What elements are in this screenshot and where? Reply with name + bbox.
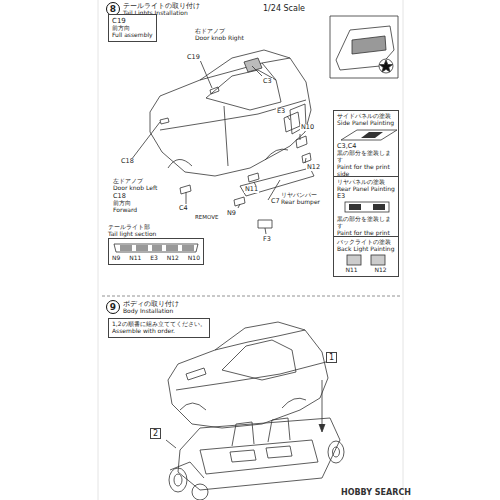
part-number: N11 bbox=[244, 186, 259, 193]
part-number: C3 bbox=[262, 78, 273, 85]
step-title: ボディの取り付け bbox=[123, 300, 179, 308]
step-header: 9ボディの取り付けBody Installation bbox=[106, 300, 179, 315]
note-text: 1,2の順番に組み立ててください。 bbox=[112, 321, 206, 328]
label-text: 右ドアノブ bbox=[194, 28, 226, 35]
label-text: 前方向 bbox=[112, 200, 132, 207]
label-text: REMOVE bbox=[194, 214, 220, 220]
part-number: N12 bbox=[374, 267, 386, 274]
part-number: C3,C4 bbox=[337, 143, 395, 150]
callout-box: 2 bbox=[150, 428, 161, 439]
part-number: F3 bbox=[262, 236, 272, 243]
note-text: テールライト部 bbox=[108, 224, 204, 231]
note-text: 前方向 bbox=[112, 25, 153, 32]
part-number: N11 bbox=[129, 255, 141, 262]
part-number: N11 bbox=[345, 267, 357, 274]
label-text: Rear bumper bbox=[280, 199, 321, 206]
note-text: 黒の部分を塗装します bbox=[337, 216, 395, 230]
part-number: E3 bbox=[150, 255, 158, 262]
scale-note: 1/24 Scale bbox=[262, 4, 306, 13]
label-text: Forward bbox=[112, 207, 138, 214]
part-number: E3 bbox=[276, 108, 286, 115]
part-number: C4 bbox=[178, 205, 189, 212]
callout-number: 2 bbox=[153, 429, 158, 438]
step-title-en: Body Installation bbox=[123, 308, 179, 315]
painting-box: サイドパネルの塗装Side Panel PaintingC3,C4黒の部分を塗装… bbox=[333, 110, 399, 181]
note-box: 1,2の順番に組み立ててください。Assemble with order. bbox=[108, 318, 210, 338]
note-text: Rear Panel Painting bbox=[337, 186, 395, 193]
note-text: リヤパネルの塗装 bbox=[337, 179, 395, 186]
label-text: Door knob Left bbox=[112, 185, 158, 192]
tail-light-frame: N9 N11 E3 N12 N10 bbox=[108, 238, 204, 265]
part-number: N10 bbox=[300, 124, 315, 131]
note-text: バックライトの塗装 bbox=[337, 239, 395, 246]
part-number: C18 bbox=[120, 158, 135, 165]
label-text: Door knob Right bbox=[194, 35, 245, 42]
watermark: HOBBY SEARCH bbox=[340, 488, 412, 497]
note-text: 黒の部分を塗装します bbox=[337, 150, 395, 164]
note-text: Side Panel Painting bbox=[337, 120, 395, 127]
note-text: サイドパネルの塗装 bbox=[337, 113, 395, 120]
part-sketch bbox=[337, 128, 397, 142]
part-number: N12 bbox=[306, 164, 321, 171]
note-text: Back Light Painting bbox=[337, 246, 395, 253]
label-text: 左ドアノブ bbox=[112, 178, 144, 185]
part-sketch bbox=[337, 201, 397, 215]
part-number: C19 bbox=[112, 17, 153, 25]
callout-box: 1 bbox=[326, 352, 337, 363]
part-number: E3 bbox=[337, 193, 395, 200]
part-number: N12 bbox=[167, 255, 179, 262]
tail-light-box: テールライト部Tail light sectionN9 N11 E3 N12 N10 bbox=[108, 224, 204, 265]
label-text: リヤバンパー bbox=[280, 192, 318, 199]
part-number: N9 bbox=[226, 210, 237, 217]
step-title: テールライトの取り付け bbox=[123, 2, 200, 10]
part-number: N9 bbox=[112, 255, 120, 262]
painting-box: バックライトの塗装Back Light PaintingN11 N12 bbox=[333, 236, 399, 277]
note-text: Full assembly bbox=[112, 32, 153, 39]
note-box: C19前方向Full assembly bbox=[108, 14, 157, 42]
part-sketch bbox=[341, 254, 391, 266]
part-sketch bbox=[112, 242, 200, 254]
note-text: Assemble with order. bbox=[112, 328, 206, 335]
part-number: N10 bbox=[188, 255, 200, 262]
part-number: C19 bbox=[186, 54, 201, 61]
step-number: 9 bbox=[106, 300, 120, 314]
note-text: Tail light section bbox=[108, 231, 204, 238]
callout-number: 1 bbox=[329, 353, 334, 362]
